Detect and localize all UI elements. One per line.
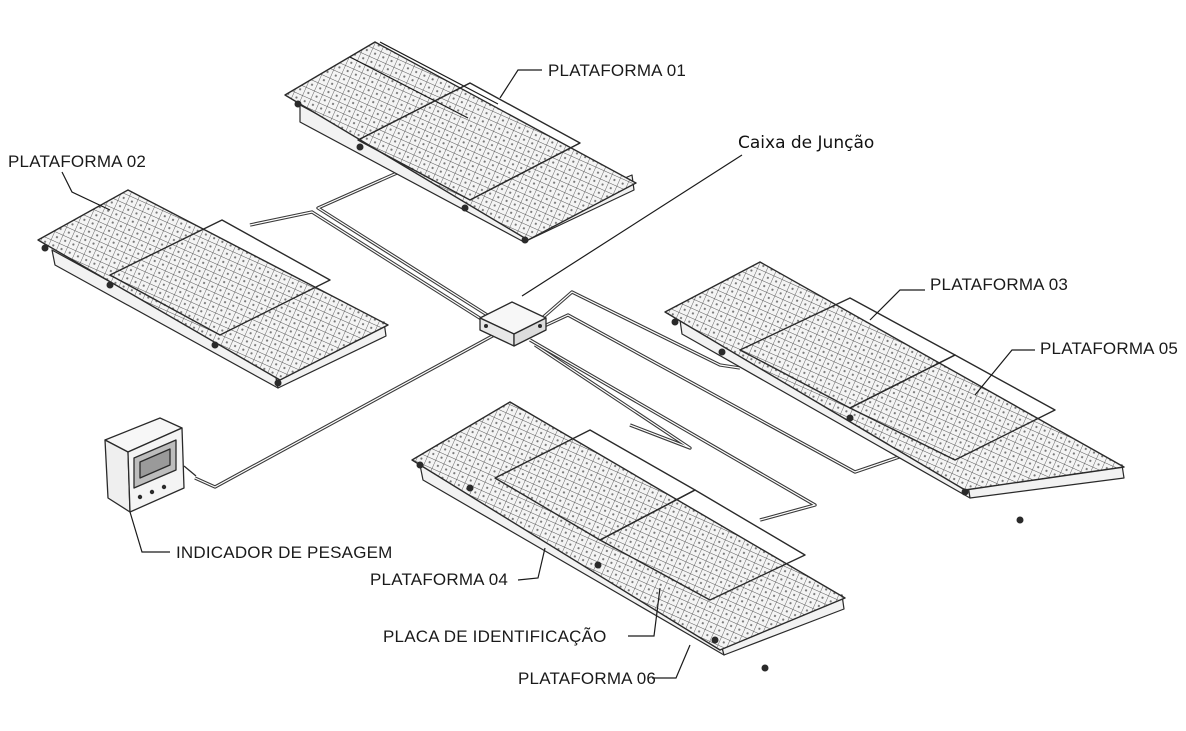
platform-plataforma-01-icon bbox=[284, 41, 637, 244]
platform-plataforma-04-06-icon bbox=[411, 401, 846, 672]
label-plataforma-04: PLATAFORMA 04 bbox=[370, 570, 508, 589]
label-caixa-juncao: Caixa de Junção bbox=[738, 133, 874, 153]
cables bbox=[194, 163, 906, 522]
label-plataforma-03: PLATAFORMA 03 bbox=[930, 275, 1068, 294]
label-plataforma-01: PLATAFORMA 01 bbox=[548, 61, 686, 80]
platform-plataforma-02-icon bbox=[37, 189, 389, 389]
label-indicador-pesagem: INDICADOR DE PESAGEM bbox=[176, 543, 393, 562]
label-plataforma-05: PLATAFORMA 05 bbox=[1040, 339, 1178, 358]
weighing-indicator-icon bbox=[104, 417, 197, 513]
leader-lines bbox=[61, 69, 1035, 679]
platform-plataforma-03-05-icon bbox=[664, 261, 1125, 524]
label-plataforma-02: PLATAFORMA 02 bbox=[8, 152, 146, 171]
label-plataforma-06: PLATAFORMA 06 bbox=[518, 669, 656, 688]
junction-box-icon bbox=[479, 301, 547, 347]
label-placa-identificacao: PLACA DE IDENTIFICAÇÃO bbox=[383, 627, 607, 646]
